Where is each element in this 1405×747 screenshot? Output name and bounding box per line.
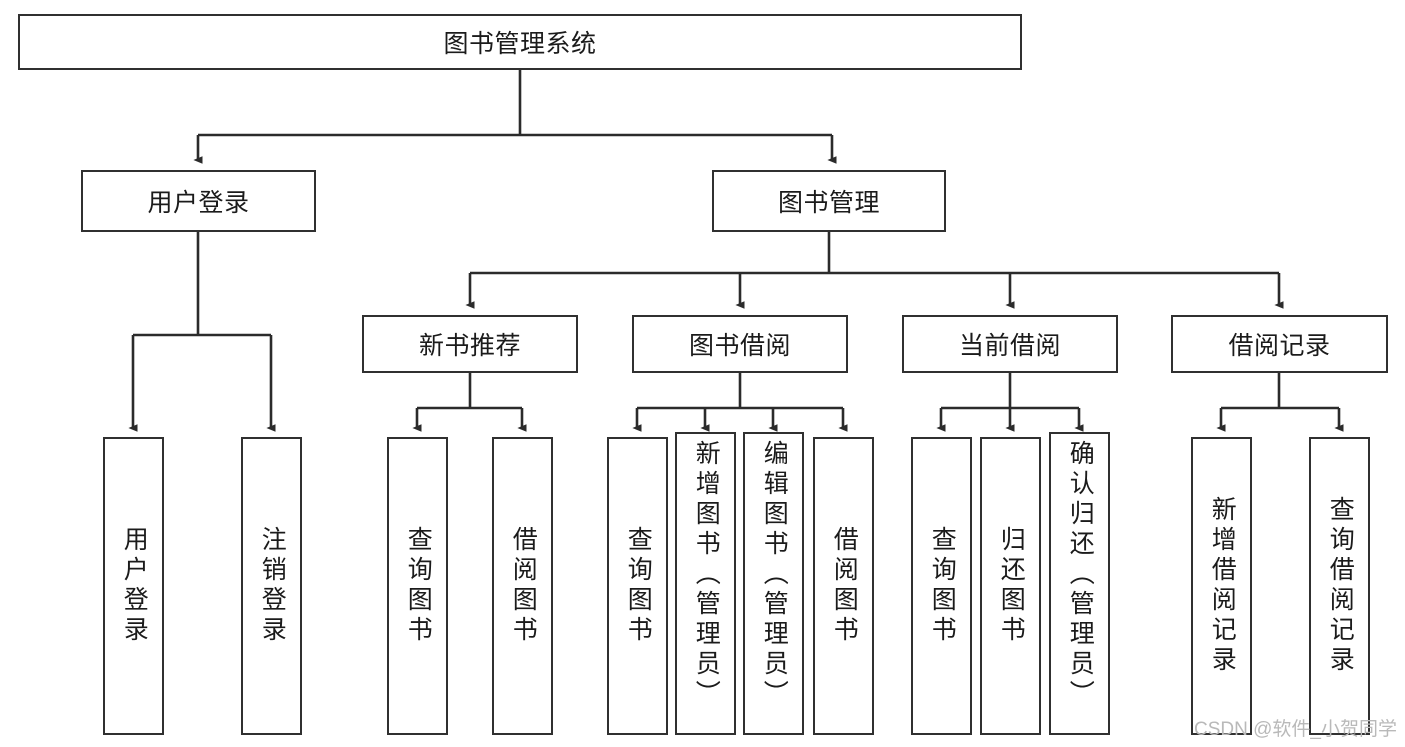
leaf-edit-book-admin[interactable]: 编辑图书（管理员） — [743, 432, 804, 735]
node-borrow-records[interactable]: 借阅记录 — [1171, 315, 1388, 373]
node-current-borrow[interactable]: 当前借阅 — [902, 315, 1118, 373]
csdn-watermark: CSDN @软件_小贺同学 — [1194, 719, 1397, 740]
node-label: 新书推荐 — [418, 332, 521, 360]
node-label: 用户登录 — [147, 189, 250, 217]
node-label: 借阅记录 — [1228, 332, 1331, 360]
node-label: 确认归还（管理员） — [1066, 440, 1095, 710]
leaf-return-book[interactable]: 归还图书 — [980, 437, 1041, 735]
node-label: 查询图书 — [928, 526, 957, 646]
leaf-confirm-return-admin[interactable]: 确认归还（管理员） — [1049, 432, 1110, 735]
node-label: 图书借阅 — [688, 332, 791, 360]
node-label: 新增图书（管理员） — [692, 440, 721, 710]
leaf-add-borrow-record[interactable]: 新增借阅记录 — [1191, 437, 1252, 735]
node-label: 借阅图书 — [509, 526, 538, 646]
node-label: 编辑图书（管理员） — [760, 440, 789, 710]
node-label: 用户登录 — [120, 526, 149, 646]
leaf-query-book-current[interactable]: 查询图书 — [911, 437, 972, 735]
leaf-borrow-book-recommend[interactable]: 借阅图书 — [492, 437, 553, 735]
node-book-borrow[interactable]: 图书借阅 — [632, 315, 848, 373]
node-label: 新增借阅记录 — [1208, 496, 1237, 676]
leaf-query-book-borrow[interactable]: 查询图书 — [607, 437, 668, 735]
leaf-logout[interactable]: 注销登录 — [241, 437, 302, 735]
node-root-system[interactable]: 图书管理系统 — [18, 14, 1022, 70]
node-label: 查询图书 — [624, 526, 653, 646]
leaf-user-login[interactable]: 用户登录 — [103, 437, 164, 735]
node-label: 当前借阅 — [958, 332, 1061, 360]
node-label: 借阅图书 — [830, 526, 859, 646]
leaf-borrow-book[interactable]: 借阅图书 — [813, 437, 874, 735]
leaf-query-book-recommend[interactable]: 查询图书 — [387, 437, 448, 735]
node-label: 图书管理 — [777, 189, 880, 217]
node-new-book-recommend[interactable]: 新书推荐 — [362, 315, 578, 373]
node-label: 注销登录 — [258, 526, 287, 646]
node-label: 图书管理系统 — [443, 30, 597, 58]
node-user-login[interactable]: 用户登录 — [81, 170, 316, 232]
node-label: 归还图书 — [997, 526, 1026, 646]
leaf-add-book-admin[interactable]: 新增图书（管理员） — [675, 432, 736, 735]
node-book-management[interactable]: 图书管理 — [712, 170, 946, 232]
node-label: 查询图书 — [404, 526, 433, 646]
leaf-query-borrow-record[interactable]: 查询借阅记录 — [1309, 437, 1370, 735]
node-label: 查询借阅记录 — [1326, 496, 1355, 676]
